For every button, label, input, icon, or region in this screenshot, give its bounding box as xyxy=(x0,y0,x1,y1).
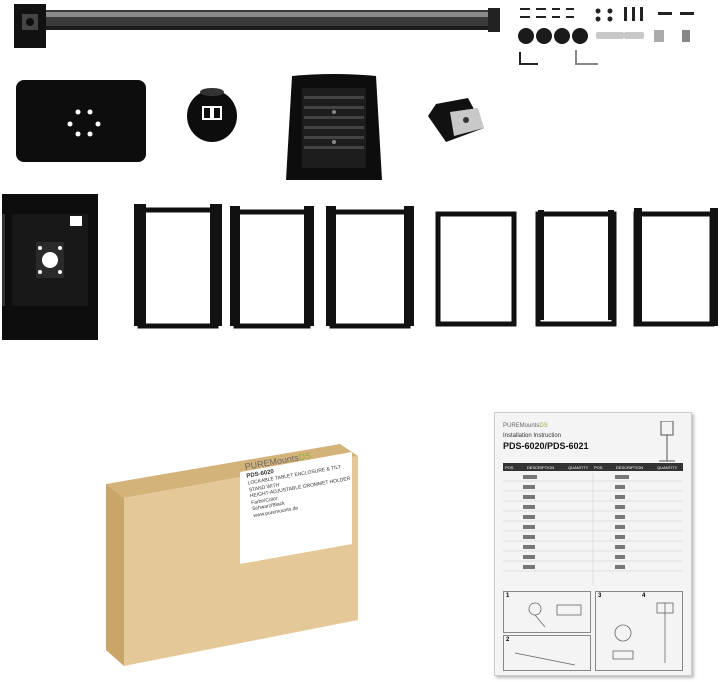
manual-brand: PUREMounts xyxy=(503,423,540,429)
instruction-manual: PUREMountsDS Installation Instruction PD… xyxy=(494,412,692,676)
manual-subtitle: Installation Instruction xyxy=(503,433,562,439)
adapter-frame-2 xyxy=(233,209,311,329)
screws-hardware xyxy=(518,7,694,65)
manual-th-pos-2: POS xyxy=(594,464,603,470)
grommet-ring xyxy=(187,88,237,142)
adapter-frame-6 xyxy=(633,211,715,327)
manual-th-pos: POS xyxy=(505,464,514,470)
manual-parts-table xyxy=(503,473,683,585)
tilt-tray xyxy=(286,74,382,180)
adapter-frame-4 xyxy=(435,211,517,327)
joint-bracket xyxy=(428,98,484,142)
manual-step-2-number: 2 xyxy=(506,637,510,643)
manual-step-1: 1 xyxy=(503,591,591,633)
manual-step-3: 3 4 xyxy=(595,591,683,671)
manual-step-3-number: 3 xyxy=(598,593,602,599)
manual-step-sketches xyxy=(514,602,674,666)
manual-table-header: POS DESCRIPTION QUANTITY POS DESCRIPTION… xyxy=(503,463,683,471)
manual-model: PDS-6020/PDS-6021 xyxy=(503,441,589,451)
manual-stand-sketch xyxy=(659,421,675,462)
manual-step-2: 2 xyxy=(503,635,591,671)
box-brand-suffix: DS xyxy=(297,450,312,463)
manual-step-4-number: 4 xyxy=(642,593,646,599)
manual-th-quantity: QUANTITY xyxy=(568,464,589,470)
manual-th-description-2: DESCRIPTION xyxy=(615,464,644,470)
manual-th-description: DESCRIPTION xyxy=(526,464,555,470)
adapter-frame-5 xyxy=(535,211,617,327)
adapter-frame-3 xyxy=(329,209,411,329)
manual-th-quantity-2: QUANTITY xyxy=(657,464,678,470)
manual-brand-suffix: DS xyxy=(539,423,548,429)
camera-cutout xyxy=(70,216,82,226)
adapter-frame-1 xyxy=(137,207,219,329)
pole-rail xyxy=(14,4,500,48)
base-plate xyxy=(16,80,146,162)
manual-step-1-number: 1 xyxy=(506,593,510,599)
product-box xyxy=(106,444,358,666)
adapter-frames xyxy=(134,204,718,329)
tablet-enclosure xyxy=(2,194,98,340)
